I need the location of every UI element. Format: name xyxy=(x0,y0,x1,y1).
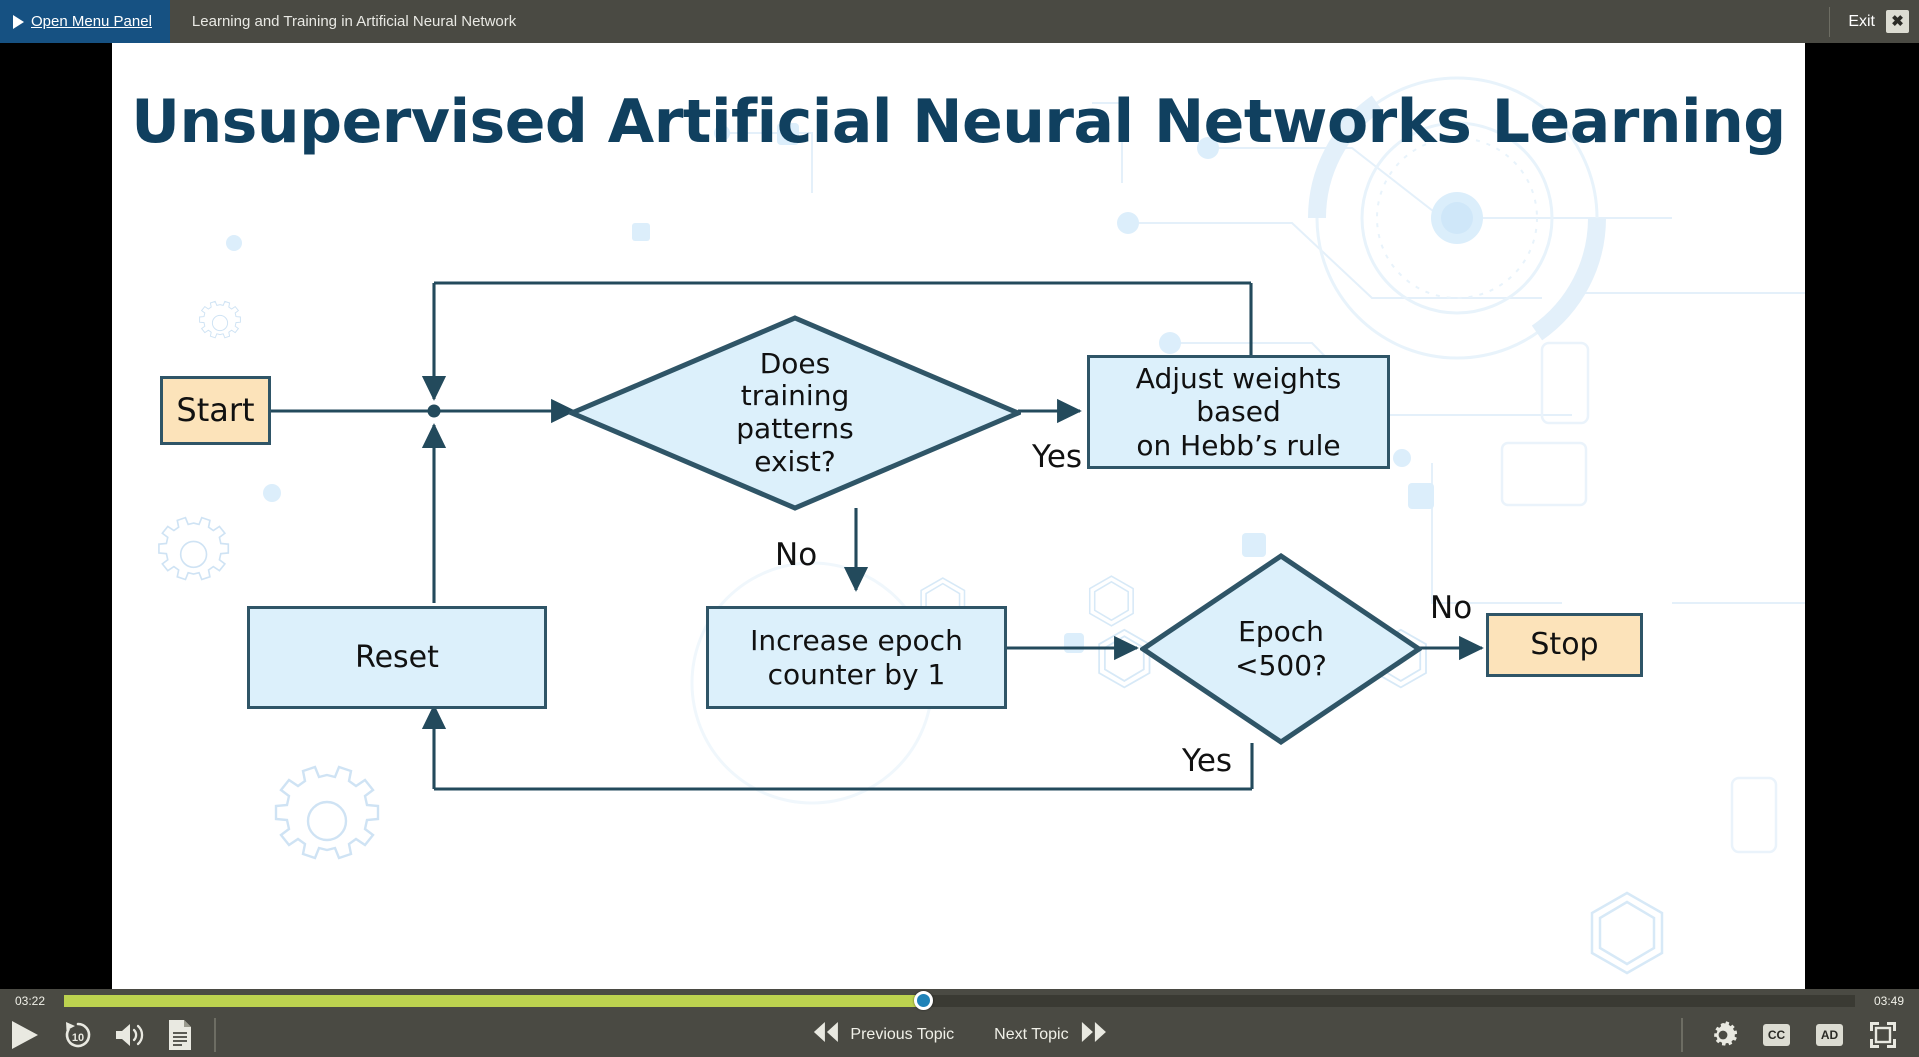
edge-label-no-stop: No xyxy=(1430,590,1473,626)
skip-back-icon xyxy=(812,1021,838,1048)
adjust-line2: on Hebb’s rule xyxy=(1136,428,1341,462)
closed-captions-button[interactable]: CC xyxy=(1763,1023,1790,1046)
seek-bar[interactable] xyxy=(64,991,1855,1010)
skip-forward-icon xyxy=(1081,1021,1107,1048)
fullscreen-icon[interactable] xyxy=(1869,1021,1897,1049)
audio-description-button[interactable]: AD xyxy=(1816,1023,1843,1046)
node-start-label: Start xyxy=(176,390,255,429)
node-stop-label: Stop xyxy=(1530,627,1599,663)
slide-background-decoration xyxy=(158,76,1805,975)
total-time: 03:49 xyxy=(1873,993,1905,1008)
top-bar-right-group: Exit ✖ xyxy=(1829,0,1919,43)
divider xyxy=(1829,6,1831,37)
player-controls-bar: 03:22 03:49 10 xyxy=(0,989,1919,1057)
exit-button[interactable]: Exit xyxy=(1848,12,1875,30)
previous-topic-button[interactable]: Previous Topic xyxy=(812,1021,954,1048)
play-triangle-icon xyxy=(13,14,24,29)
node-reset-label: Reset xyxy=(355,639,439,675)
node-reset[interactable]: Reset xyxy=(247,606,547,709)
slide-title: Unsupervised Artificial Neural Networks … xyxy=(131,87,1786,157)
right-controls: CC AD xyxy=(1681,1017,1919,1052)
seek-bar-fill xyxy=(64,994,924,1007)
volume-icon[interactable] xyxy=(114,1020,146,1050)
top-bar: Open Menu Panel Learning and Training in… xyxy=(0,0,1919,43)
next-topic-label: Next Topic xyxy=(994,1025,1069,1043)
node-does-training-patterns-exist[interactable]: Does training patterns exist? xyxy=(569,315,1021,511)
diamond1-line1: Does xyxy=(759,346,831,380)
edge-label-yes-reset: Yes xyxy=(1182,743,1233,779)
node-increase-epoch-counter[interactable]: Increase epoch counter by 1 xyxy=(706,606,1007,709)
current-time: 03:22 xyxy=(14,993,46,1008)
gear-icon[interactable] xyxy=(1709,1020,1737,1049)
adjust-line1: Adjust weights based xyxy=(1135,362,1342,429)
node-start[interactable]: Start xyxy=(160,376,271,445)
rewind-10-icon[interactable]: 10 xyxy=(62,1019,94,1051)
course-title: Learning and Training in Artificial Neur… xyxy=(191,13,517,30)
topic-navigation: Previous Topic Next Topic xyxy=(812,1021,1106,1048)
divider xyxy=(1681,1017,1683,1052)
seek-bar-handle[interactable] xyxy=(914,991,934,1010)
left-controls: 10 xyxy=(0,1017,216,1052)
diamond1-line3: patterns xyxy=(736,412,854,445)
increase-line1: Increase epoch xyxy=(750,624,963,658)
next-topic-button[interactable]: Next Topic xyxy=(994,1021,1106,1048)
open-menu-panel-label: Open Menu Panel xyxy=(31,13,152,30)
increase-line2: counter by 1 xyxy=(767,657,946,691)
node-epoch-less-than-500[interactable]: Epoch <500? xyxy=(1140,553,1422,745)
svg-text:10: 10 xyxy=(72,1032,84,1044)
diamond1-line4: exist? xyxy=(754,444,836,478)
edge-label-no-increase: No xyxy=(775,537,818,573)
open-menu-panel-button[interactable]: Open Menu Panel xyxy=(0,0,170,43)
diamond2-line1: Epoch xyxy=(1238,615,1324,649)
transport-controls: 10 xyxy=(0,1012,1919,1057)
previous-topic-label: Previous Topic xyxy=(850,1025,955,1043)
diamond1-line2: training xyxy=(740,379,850,413)
close-icon[interactable]: ✖ xyxy=(1886,10,1909,33)
edge-label-yes-adjust: Yes xyxy=(1032,439,1083,475)
scrubber-row: 03:22 03:49 xyxy=(0,989,1919,1012)
diamond2-line2: <500? xyxy=(1235,649,1327,682)
transcript-icon[interactable] xyxy=(166,1019,194,1051)
divider xyxy=(214,1017,216,1052)
slide-stage: Unsupervised Artificial Neural Networks … xyxy=(112,43,1805,989)
node-stop[interactable]: Stop xyxy=(1486,613,1643,677)
flowchart-connectors xyxy=(270,281,1484,791)
node-adjust-weights[interactable]: Adjust weights based on Hebb’s rule xyxy=(1087,355,1390,469)
play-button[interactable] xyxy=(8,1018,42,1052)
